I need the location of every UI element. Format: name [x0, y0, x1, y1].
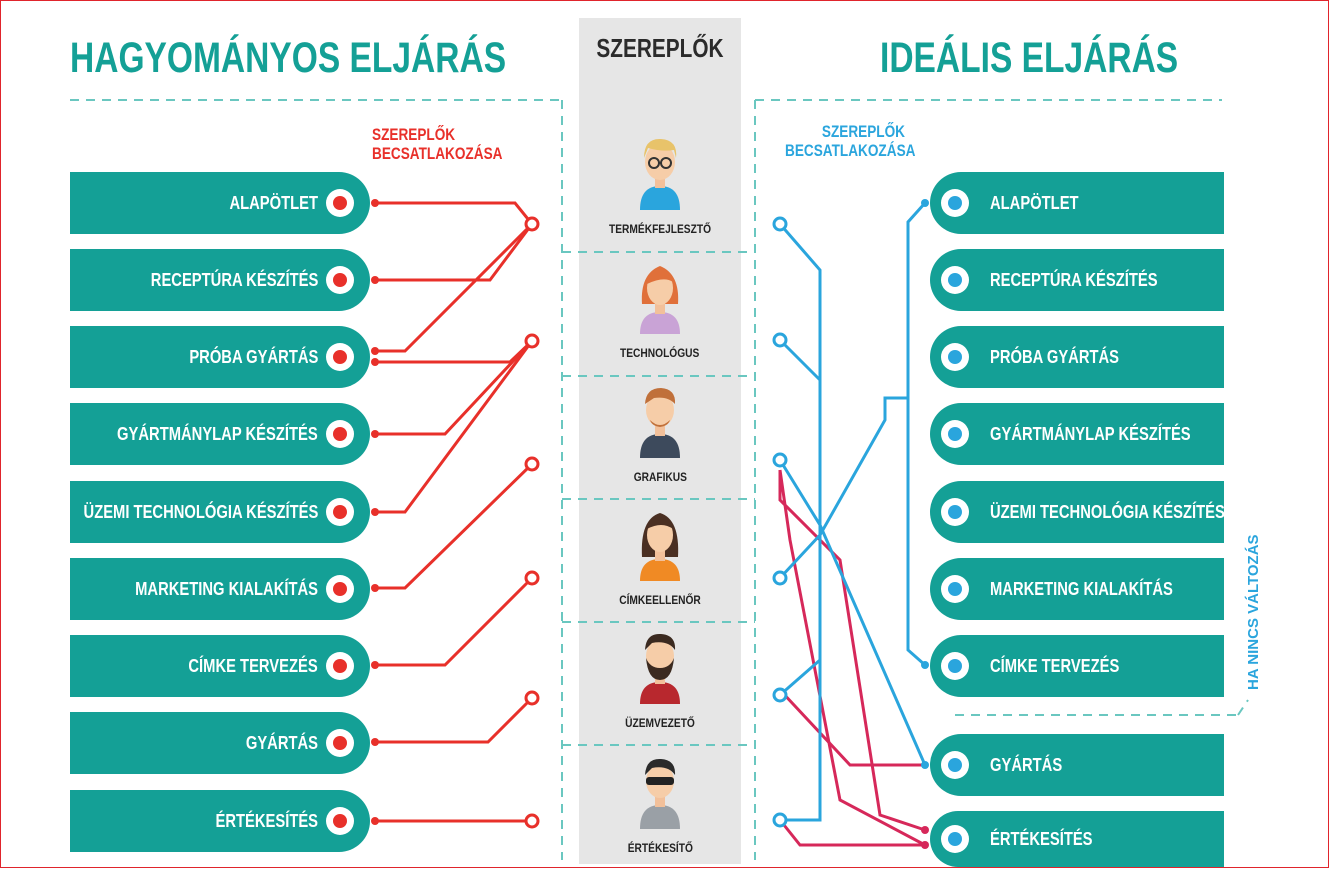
blue-node-icon — [941, 343, 969, 371]
product-developer-avatar-icon — [640, 138, 680, 210]
ideal-step-product-sheet: GYÁRTMÁNYLAP KÉSZÍTÉS — [930, 403, 1224, 465]
role-graphic-designer: GRAFIKUS — [579, 388, 741, 484]
blue-node-icon — [941, 420, 969, 448]
red-node-icon — [326, 189, 354, 217]
role-label-inspector: CÍMKEELLENŐR — [579, 513, 741, 607]
blue-node-icon — [941, 189, 969, 217]
ideal-role-endpoints — [772, 216, 788, 828]
blue-node-icon — [941, 751, 969, 779]
traditional-line-start-dots — [371, 199, 379, 825]
ideal-step-sales: ÉRTÉKESÍTÉS — [930, 811, 1224, 867]
role-plant-manager: ÜZEMVEZETŐ — [579, 633, 741, 730]
traditional-step-sales: ÉRTÉKESÍTÉS — [70, 790, 370, 852]
graphic-designer-avatar-icon — [640, 388, 680, 458]
traditional-roles-joining-label: SZEREPLŐK BECSATLAKOZÁSA — [372, 125, 503, 163]
traditional-red-lines — [375, 201, 534, 823]
red-node-icon — [326, 343, 354, 371]
ideal-step-marketing: MARKETING KIALAKÍTÁS — [930, 558, 1224, 620]
red-node-icon — [326, 807, 354, 835]
ideal-process-title: IDEÁLIS ELJÁRÁS — [880, 34, 1179, 82]
role-sales: ÉRTÉKESÍTŐ — [579, 758, 741, 855]
traditional-step-idea: ALAPÖTLET — [70, 172, 370, 234]
sales-avatar-icon — [640, 758, 680, 829]
plant-manager-avatar-icon — [640, 633, 680, 704]
red-node-icon — [326, 652, 354, 680]
traditional-step-label-design: CÍMKE TERVEZÉS — [70, 635, 370, 697]
ideal-step-idea: ALAPÖTLET — [930, 172, 1224, 234]
ideal-step-production: GYÁRTÁS — [930, 734, 1224, 796]
ideal-step-plant-technology: ÜZEMI TECHNOLÓGIA KÉSZÍTÉS — [930, 481, 1225, 543]
blue-node-icon — [941, 575, 969, 603]
ideal-step-label-design: CÍMKE TERVEZÉS — [930, 635, 1224, 697]
roles-title: SZEREPLŐK — [596, 33, 724, 63]
label-inspector-avatar-icon — [640, 513, 680, 581]
blue-node-icon — [941, 825, 969, 853]
traditional-process-title: HAGYOMÁNYOS ELJÁRÁS — [70, 34, 507, 82]
no-change-note: HA NINCS VÁLTOZÁS — [1245, 534, 1262, 690]
blue-node-icon — [941, 266, 969, 294]
ideal-step-trial-production: PRÓBA GYÁRTÁS — [930, 326, 1224, 388]
blue-node-icon — [941, 652, 969, 680]
traditional-step-marketing: MARKETING KIALAKÍTÁS — [70, 558, 370, 620]
traditional-step-product-sheet: GYÁRTMÁNYLAP KÉSZÍTÉS — [70, 403, 370, 465]
ideal-blue-lines — [778, 201, 927, 822]
traditional-step-trial-production: PRÓBA GYÁRTÁS — [70, 326, 370, 388]
traditional-role-endpoints — [524, 216, 540, 829]
role-product-developer: TERMÉKFEJLESZTŐ — [579, 138, 741, 236]
role-technologist: TECHNOLÓGUS — [579, 266, 741, 360]
red-node-icon — [326, 575, 354, 603]
red-node-icon — [326, 729, 354, 757]
traditional-step-production: GYÁRTÁS — [70, 712, 370, 774]
red-node-icon — [326, 420, 354, 448]
blue-node-icon — [941, 498, 969, 526]
traditional-step-plant-technology: ÜZEMI TECHNOLÓGIA KÉSZÍTÉS — [70, 481, 370, 543]
dashed-dividers — [70, 99, 1249, 860]
red-node-icon — [326, 266, 354, 294]
technologist-avatar-icon — [640, 266, 680, 334]
ideal-crimson-lines — [778, 469, 926, 847]
red-node-icon — [326, 498, 354, 526]
ideal-roles-joining-label: SZEREPLŐK BECSATLAKOZÁSA — [785, 122, 916, 160]
traditional-step-recipe: RECEPTÚRA KÉSZÍTÉS — [70, 249, 370, 311]
ideal-step-recipe: RECEPTÚRA KÉSZÍTÉS — [930, 249, 1224, 311]
ideal-line-end-dots — [921, 199, 929, 849]
